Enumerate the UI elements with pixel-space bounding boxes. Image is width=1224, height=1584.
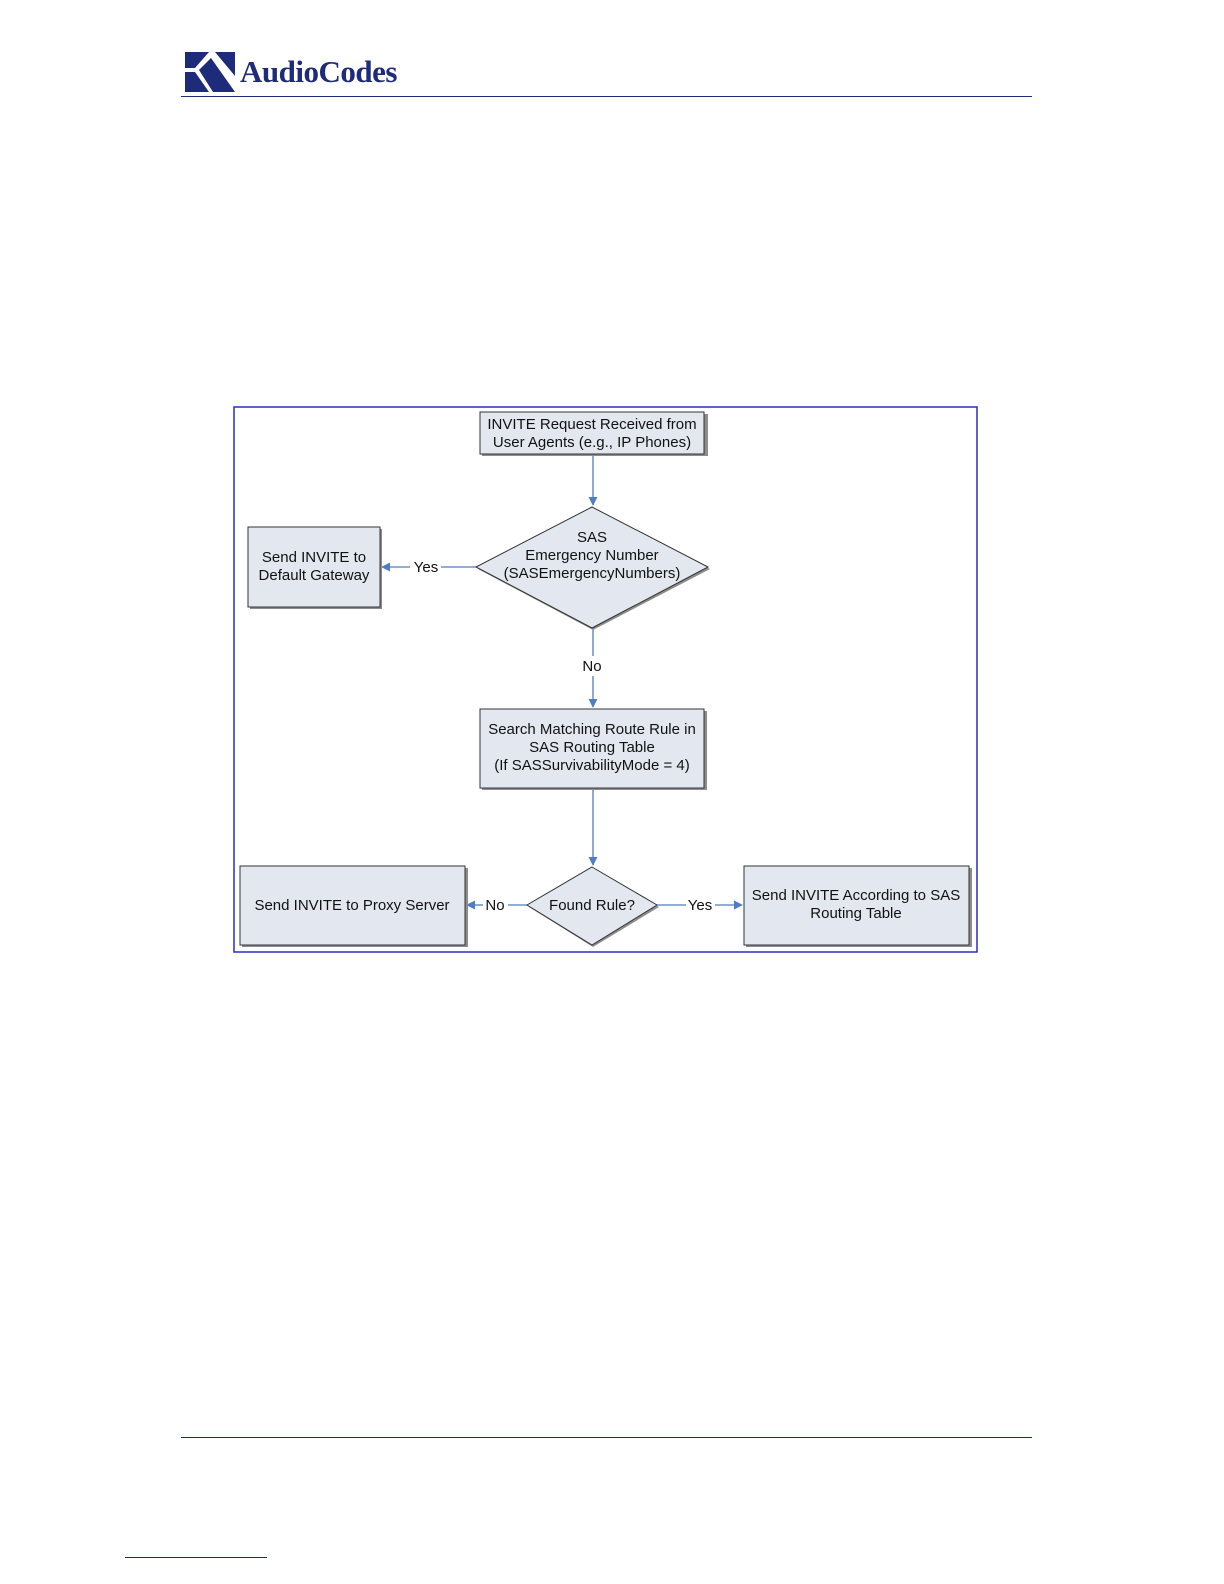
figure-frame [233,406,978,953]
edge-label-emergency-yes: Yes [414,559,438,576]
brand-name: AudioCodes [240,54,397,89]
node-search-line-3: (If SASSurvivabilityMode = 4) [494,757,690,774]
node-search-line-1: Search Matching Route Rule in [488,721,696,738]
audiocodes-logo-icon [185,52,235,92]
node-proxy-server: Send INVITE to Proxy Server [239,865,468,947]
node-emergency-line-3: (SASEmergencyNumbers) [504,565,681,582]
node-routing-table: Send INVITE According to SAS Routing Tab… [743,865,972,947]
node-found-decision: Found Rule? [526,866,659,947]
node-default-gateway: Send INVITE to Default Gateway [247,526,382,609]
node-emergency-line-1: SAS [577,529,607,546]
node-emergency-decision: SAS Emergency Number (SASEmergencyNumber… [474,506,710,630]
footnote-rule [125,1557,267,1558]
node-routing-line-2: Routing Table [810,905,901,922]
footer-rule [181,1437,1032,1438]
edge-label-emergency-no: No [582,658,601,675]
node-default-gateway-line-2: Default Gateway [259,567,370,584]
node-found-line-1: Found Rule? [549,897,635,914]
node-start: INVITE Request Received from User Agents… [479,411,708,456]
node-default-gateway-line-1: Send INVITE to [262,549,366,566]
node-search-line-2: SAS Routing Table [529,739,655,756]
edge-label-found-no: No [485,897,504,914]
edge-label-found-yes: Yes [688,897,712,914]
header-rule [181,96,1032,97]
connectors [381,455,743,910]
node-routing-line-1: Send INVITE According to SAS [752,887,960,904]
node-proxy-line-1: Send INVITE to Proxy Server [254,897,449,914]
node-search-rule: Search Matching Route Rule in SAS Routin… [479,708,707,790]
node-emergency-line-2: Emergency Number [525,547,658,564]
node-start-line-2: User Agents (e.g., IP Phones) [493,434,691,451]
node-start-line-1: INVITE Request Received from [487,416,696,433]
